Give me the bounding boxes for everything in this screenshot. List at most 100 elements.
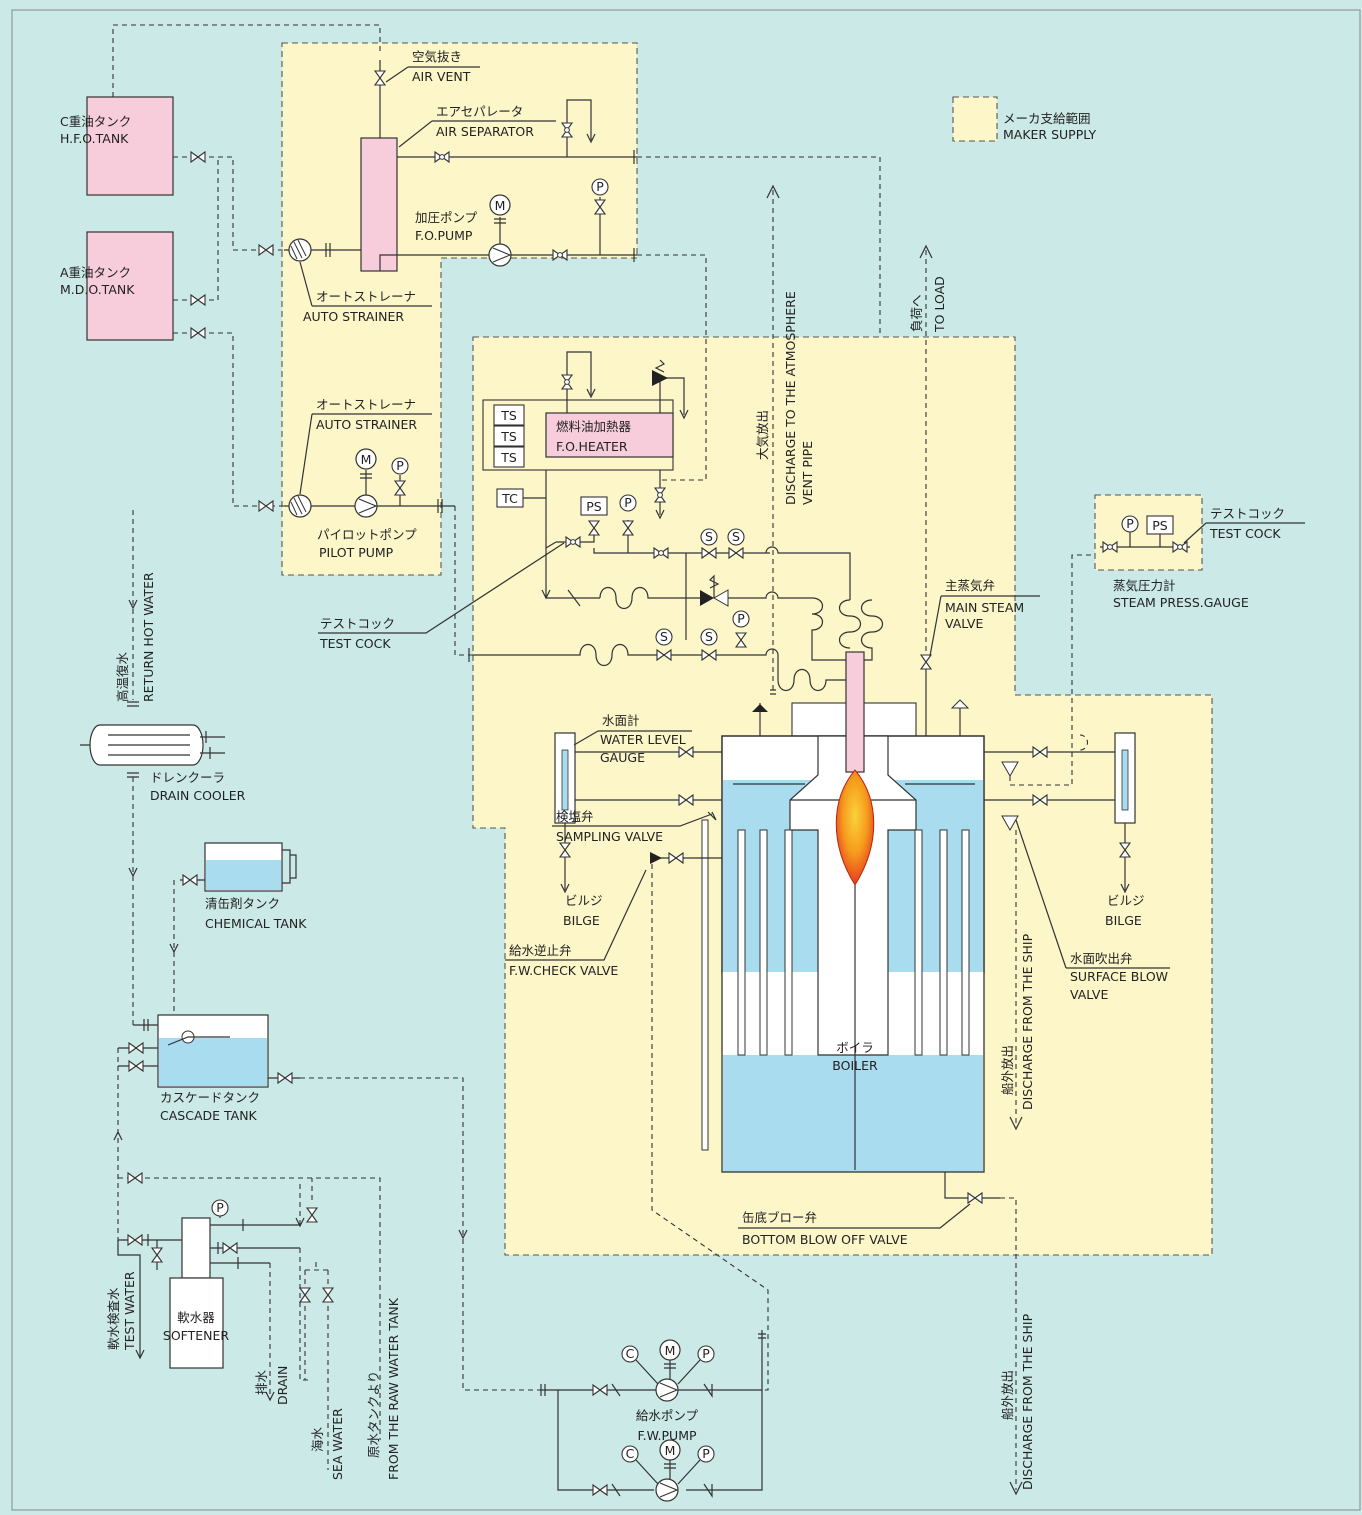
bilge-right-en: BILGE: [1105, 913, 1142, 928]
bottom-blow-jp: 缶底ブロー弁: [742, 1210, 817, 1225]
pilot-pump-en: PILOT PUMP: [319, 545, 394, 560]
water-gauge-en2: GAUGE: [600, 750, 645, 765]
fw-pump-en: F.W.PUMP: [637, 1428, 697, 1443]
air-separator-en: AIR SEPARATOR: [436, 124, 534, 139]
fo-pump-jp: 加圧ポンプ: [415, 210, 478, 225]
auto-strainer-1-jp: オートストレーナ: [316, 289, 416, 304]
fw-pump-jp: 給水ポンプ: [636, 1408, 699, 1423]
cascade-jp: カスケードタンク: [160, 1090, 260, 1105]
boiler-jp: ボイラ: [836, 1040, 874, 1055]
s-label-3: S: [660, 629, 668, 644]
air-vent-jp: 空気抜き: [412, 49, 462, 64]
fo-heater: [545, 412, 674, 458]
boiler-left-fittings: 水面計 WATER LEVEL GAUGE 検塩弁 SAMPLING VALVE…: [505, 713, 769, 1391]
test-water-jp: 軟水検査水: [106, 1287, 121, 1350]
water-gauge-en1: WATER LEVEL: [600, 732, 686, 747]
main-steam-en1: MAIN STEAM: [945, 600, 1024, 615]
atm-en1: DISCHARGE TO THE ATMOSPHERE: [783, 291, 798, 505]
softener-jp: 軟水器: [177, 1310, 215, 1325]
hot-en: RETURN HOT WATER: [141, 572, 156, 702]
steam-gauge-jp: 蒸気圧力計: [1113, 578, 1176, 593]
auto-strainer-2-en: AUTO STRAINER: [316, 417, 417, 432]
drain-en: DRAIN: [275, 1366, 290, 1405]
sampling-valve-jp: 検塩弁: [556, 809, 594, 824]
boiler-right-fittings: ビルジ BILGE 水面吹出弁 SURFACE BLOW VALVE 船外放出 …: [929, 506, 1305, 1131]
hfo-tank: [86, 96, 174, 196]
fw-pump-2-p: P: [702, 1446, 710, 1461]
fw-pump-2-motor: M: [665, 1443, 676, 1458]
outer-frame: [11, 9, 1361, 1511]
drain-cooler-jp: ドレンクーラ: [150, 770, 225, 785]
load-en: TO LOAD: [932, 276, 947, 333]
hot-jp: 高温復水: [115, 651, 130, 702]
ship1-jp: 船外放出: [1000, 1045, 1015, 1095]
legend-jp: メーカ支給範囲: [1003, 111, 1091, 126]
raw-jp: 原水タンクより: [366, 1371, 381, 1458]
atm-jp: 大気放出: [755, 410, 770, 460]
bottom-blow-en: BOTTOM BLOW OFF VALVE: [742, 1232, 908, 1247]
s-label-1: S: [705, 529, 713, 544]
test-cock-en: TEST COCK: [319, 636, 391, 651]
legend-en: MAKER SUPPLY: [1003, 127, 1097, 142]
legend-maker-supply: メーカ支給範囲 MAKER SUPPLY: [952, 96, 1097, 142]
test-water-en: TEST WATER: [122, 1271, 137, 1351]
water-system: 高温復水 RETURN HOT WATER ドレンクーラ DRAIN COOLE…: [80, 510, 766, 1502]
ps-label-1: PS: [586, 499, 602, 514]
fw-pump-1-c: C: [626, 1346, 635, 1361]
fo-pump-motor-label: M: [495, 198, 506, 213]
load-jp: 負荷へ: [909, 294, 924, 332]
p-label-2: P: [624, 495, 632, 510]
hfo-tank-en: H.F.O.TANK: [60, 131, 129, 146]
mdo-tank-en: M.D.O.TANK: [60, 282, 135, 297]
fo-heater-jp: 燃料油加熱器: [556, 419, 632, 434]
auto-strainer-1-en: AUTO STRAINER: [303, 309, 404, 324]
steam-gauge-p: P: [1126, 516, 1134, 531]
ship1-en: DISCHARGE FROM THE SHIP: [1020, 933, 1035, 1110]
bilge-right-jp: ビルジ: [1107, 893, 1145, 908]
test-cock-jp: テストコック: [320, 616, 395, 631]
air-separator: [360, 137, 398, 272]
auto-strainer-2-jp: オートストレーナ: [316, 397, 416, 412]
surface-blow-en1: SURFACE BLOW: [1070, 969, 1168, 984]
boiler: ボイラ BOILER: [701, 651, 985, 1173]
fw-check-en: F.W.CHECK VALVE: [509, 963, 618, 978]
sampling-valve-en: SAMPLING VALVE: [556, 829, 663, 844]
mdo-tank: [86, 231, 174, 341]
mdo-tank-jp: A重油タンク: [60, 265, 131, 280]
ship2-jp: 船外放出: [1000, 1370, 1015, 1420]
heater-ts2: TS: [500, 429, 517, 444]
ship2-en: DISCHARGE FROM THE SHIP: [1020, 1313, 1035, 1490]
steam-gauge-en: STEAM PRESS.GAUGE: [1113, 595, 1249, 610]
air-vent-en: AIR VENT: [412, 69, 471, 84]
fw-pump-2-c: C: [626, 1446, 635, 1461]
softener: [169, 1277, 224, 1369]
pilot-pump-gauge-label: P: [396, 458, 404, 473]
drain-jp: 排水: [254, 1370, 269, 1396]
sea-jp: 海水: [310, 1427, 325, 1453]
chemical-tank-en: CHEMICAL TANK: [205, 916, 307, 931]
softener-en: SOFTENER: [163, 1328, 230, 1343]
fw-pump-1-motor: M: [665, 1343, 676, 1358]
cascade-en: CASCADE TANK: [160, 1108, 258, 1123]
fo-pump-en: F.O.PUMP: [415, 228, 473, 243]
sea-en: SEA WATER: [330, 1408, 345, 1480]
burner-piping: TS TS TS 燃料油加熱器 F.O.HEATER TC PS P: [318, 184, 933, 695]
raw-en: FROM THE RAW WATER TANK: [386, 1297, 401, 1480]
softener-p: P: [216, 1200, 224, 1215]
fo-heater-en: F.O.HEATER: [556, 439, 628, 454]
bilge-left-en: BILGE: [563, 913, 600, 928]
main-steam-jp: 主蒸気弁: [945, 578, 995, 593]
heater-ts1: TS: [500, 408, 517, 423]
fuel-system: C重油タンク H.F.O.TANK A重油タンク M.D.O.TANK 空気抜き…: [60, 24, 881, 656]
drain-cooler-en: DRAIN COOLER: [150, 788, 246, 803]
air-separator-jp: エアセパレータ: [436, 104, 523, 119]
atm-en2: VENT PIPE: [800, 441, 815, 505]
bilge-left-jp: ビルジ: [565, 893, 603, 908]
tc-label: TC: [501, 491, 518, 506]
s-label-4: S: [705, 629, 713, 644]
boiler-en: BOILER: [832, 1058, 878, 1073]
hfo-tank-jp: C重油タンク: [60, 114, 131, 129]
fw-check-jp: 給水逆止弁: [509, 943, 572, 958]
fo-pump-gauge-label: P: [596, 179, 604, 194]
